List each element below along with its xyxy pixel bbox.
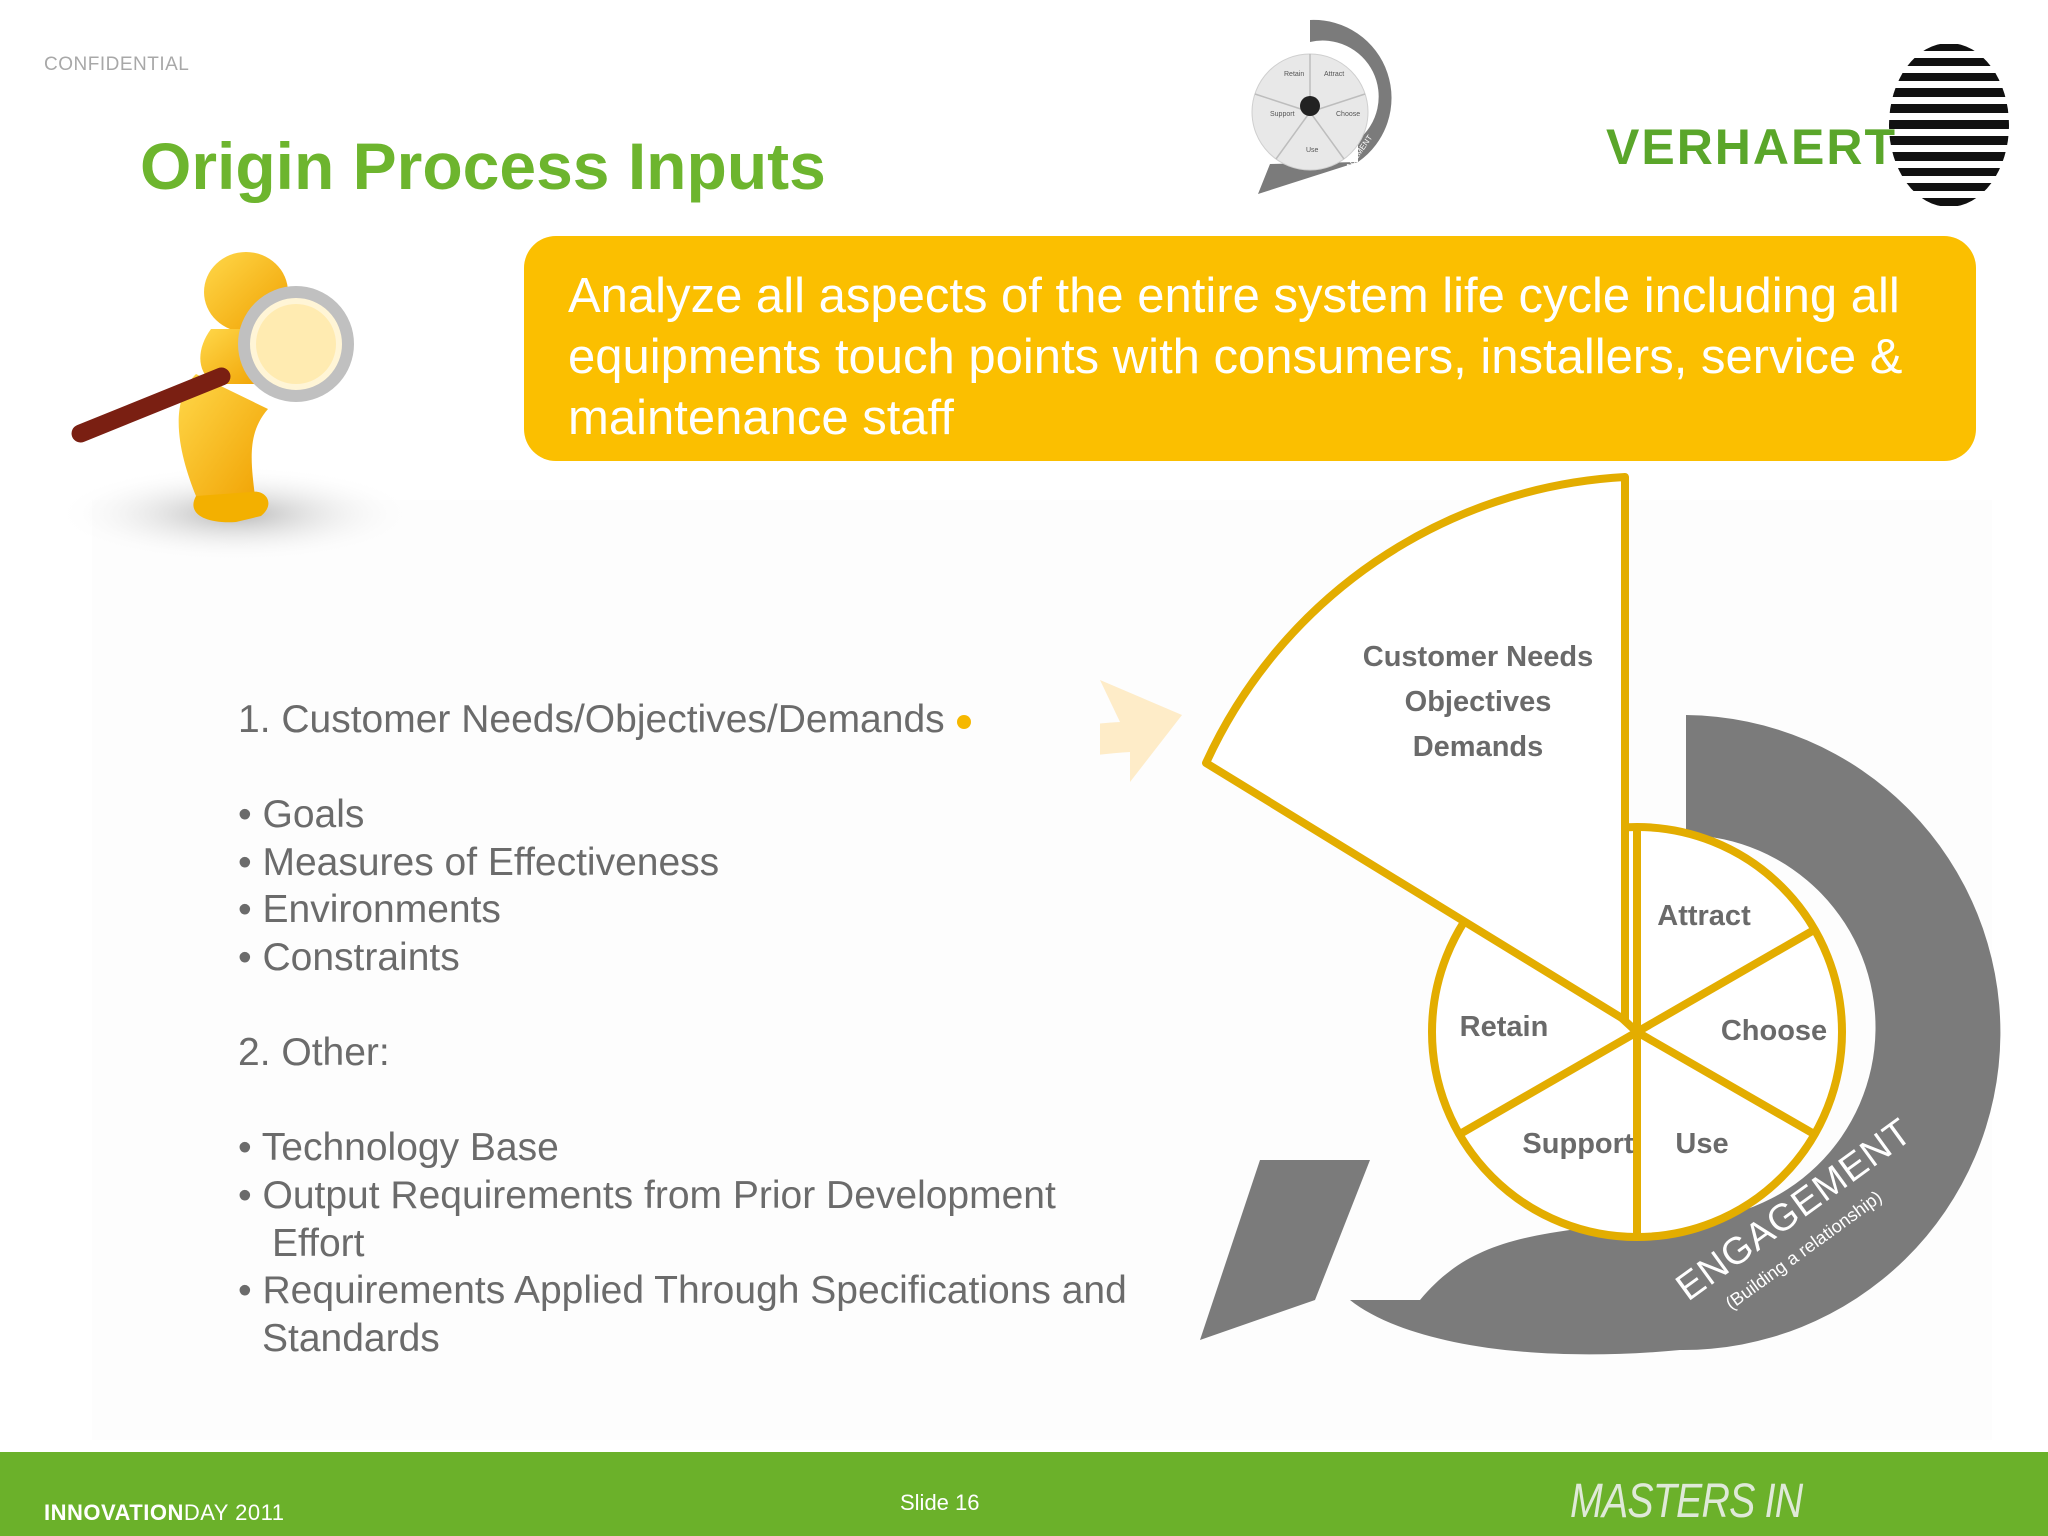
- inputs-list: 1. Customer Needs/Objectives/Demands • G…: [238, 696, 1238, 1362]
- list-item: • Environments: [238, 888, 501, 932]
- list-spacer: [238, 982, 1238, 1030]
- wedge-label-needs: Customer Needs: [1363, 641, 1593, 673]
- bullet-dot: [956, 714, 971, 729]
- footer-brand-bold: INNOVATION: [44, 1500, 184, 1525]
- figure-body: [178, 374, 268, 504]
- list-item: • Measures of Effectiveness: [238, 840, 720, 884]
- wedge-label-objectives: Objectives: [1405, 686, 1552, 718]
- footer-brand: INNOVATIONDAY 2011: [44, 1500, 285, 1526]
- mini-cycle-label-retain: Retain: [1284, 71, 1304, 78]
- customer-needs-wedge: [1202, 473, 1629, 1024]
- list-spacer: [238, 1077, 1238, 1125]
- segment-label-choose: Choose: [1721, 1015, 1827, 1047]
- engagement-cycle-diagram: Customer Needs Objectives Demands Attrac…: [1100, 473, 2001, 1355]
- segment-label-support: Support: [1522, 1128, 1633, 1160]
- segment-label-attract: Attract: [1657, 900, 1751, 932]
- mini-cycle-figure: [1300, 96, 1320, 116]
- mini-cycle-label-support: Support: [1270, 111, 1295, 118]
- mini-cycle-label-use: Use: [1306, 147, 1319, 154]
- slide-title: Origin Process Inputs: [140, 129, 826, 203]
- striped-globe-icon: [1889, 44, 2009, 206]
- list-item-continuation: Standards: [262, 1316, 440, 1360]
- segment-label-retain: Retain: [1460, 1011, 1549, 1043]
- list-item: • Technology Base: [238, 1126, 559, 1170]
- confidential-label: CONFIDENTIAL: [44, 54, 190, 75]
- mini-cycle-label-choose: Choose: [1336, 111, 1360, 118]
- list-item: • Goals: [238, 793, 365, 837]
- engagement-arrowhead: [1200, 1160, 1370, 1340]
- segment-label-use: Use: [1675, 1128, 1728, 1160]
- input-heading-2: 2. Other:: [238, 1031, 390, 1075]
- mini-cycle-thumbnail: Retain Attract Support Choose Use ENGAGE…: [1251, 19, 1392, 194]
- footer-brand-rest: DAY 2011: [183, 1500, 285, 1525]
- engagement-ring-tail: [1350, 1220, 1680, 1355]
- magnifier-figure-illustration: [56, 252, 416, 562]
- figure-feet: [193, 491, 269, 523]
- summary-banner: Analyze all aspects of the entire system…: [524, 236, 1976, 461]
- list-item: • Output Requirements from Prior Develop…: [238, 1173, 1056, 1217]
- magnifier-glass: [256, 304, 336, 384]
- list-item: 1. Customer Needs/Objectives/Demands: [238, 696, 1238, 744]
- list-item: • Constraints: [238, 935, 460, 979]
- pointer-arrow: [1100, 680, 1182, 782]
- mini-cycle-arrowhead: [1258, 162, 1358, 194]
- logo-wordmark: VERHAERT: [1606, 119, 1898, 175]
- input-heading-1: 1. Customer Needs/Objectives/Demands: [238, 698, 945, 741]
- banner-text: Analyze all aspects of the entire system…: [568, 269, 1903, 445]
- list-item-continuation: Effort: [272, 1221, 365, 1265]
- magnifier-handle: [71, 367, 231, 443]
- wedge-label-demands: Demands: [1413, 731, 1544, 763]
- footer-tagline: MASTERS IN INNOVATION®: [1570, 1475, 1831, 1536]
- engagement-ring: [1680, 715, 2001, 1351]
- footer-bar: INNOVATIONDAY 2011 Slide 16 MASTERS IN I…: [0, 1452, 2048, 1536]
- verhaert-logo: VERHAERT: [1600, 40, 2020, 210]
- list-spacer: [238, 744, 1238, 792]
- slide-number: Slide 16: [900, 1490, 980, 1515]
- mini-cycle-label-attract: Attract: [1324, 71, 1344, 78]
- mini-cycle-arc: [1310, 19, 1392, 163]
- list-item: • Requirements Applied Through Specifica…: [238, 1269, 1127, 1313]
